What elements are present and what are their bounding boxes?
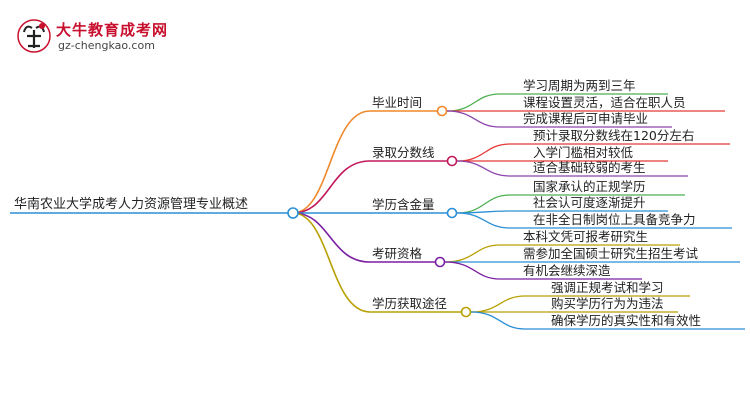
branch-node-degree-value [446, 207, 458, 219]
leaf-text: 购买学历行为为违法 [551, 296, 664, 311]
branch-node-postgrad [434, 256, 446, 268]
leaf-text: 国家承认的正规学历 [533, 179, 646, 194]
branch-node-admission-score [446, 155, 458, 167]
leaf-connector [470, 311, 745, 330]
leaf-text: 本科文凭可报考研究生 [523, 229, 649, 244]
bull-logo-icon [17, 19, 51, 53]
site-title: 大牛教育成考网 [56, 21, 169, 39]
leaf-text: 需参加全国硕士研究生招生考试 [523, 246, 699, 261]
leaf-text: 学习周期为两到三年 [523, 78, 636, 93]
leaf-text: 社会认可度逐渐提升 [533, 195, 646, 210]
connector-degree-path [292, 212, 466, 313]
connector-postgrad [292, 212, 440, 263]
connector-graduation-time [292, 110, 442, 214]
leaf-text: 强调正规考试和学习 [551, 280, 664, 295]
branch-node-degree-path [460, 306, 472, 318]
leaf-text: 完成课程后可申请毕业 [523, 111, 649, 126]
leaf-connector [444, 261, 642, 280]
leaf-text: 适合基础较弱的考生 [533, 160, 646, 175]
branch-label-admission-score: 录取分数线 [372, 145, 435, 160]
site-logo: 大牛教育成考网 gz-chengkao.com [16, 16, 176, 56]
leaf-text: 课程设置灵活，适合在职人员 [523, 95, 686, 110]
leaf-connector [456, 212, 732, 229]
leaf-text: 预计录取分数线在120分左右 [533, 128, 695, 143]
site-url: gz-chengkao.com [58, 39, 155, 52]
leaf-connector [446, 110, 672, 128]
leaf-connector [456, 160, 688, 177]
root-topic: 华南农业大学成考人力资源管理专业概述 [14, 197, 249, 212]
leaf-text: 入学门槛相对较低 [533, 145, 634, 160]
branch-label-degree-path: 学历获取途径 [372, 296, 448, 311]
leaf-text: 在非全日制岗位上具备竞争力 [533, 212, 696, 227]
branch-node-graduation-time [436, 105, 448, 117]
leaf-text: 确保学历的真实性和有效性 [551, 313, 702, 328]
branch-label-postgrad: 考研资格 [372, 246, 423, 261]
branch-label-degree-value: 学历含金量 [372, 197, 435, 212]
root-node [287, 207, 299, 219]
connector-admission-score [292, 160, 452, 214]
leaf-text: 有机会继续深造 [523, 263, 611, 278]
branch-label-graduation-time: 毕业时间 [372, 95, 423, 110]
